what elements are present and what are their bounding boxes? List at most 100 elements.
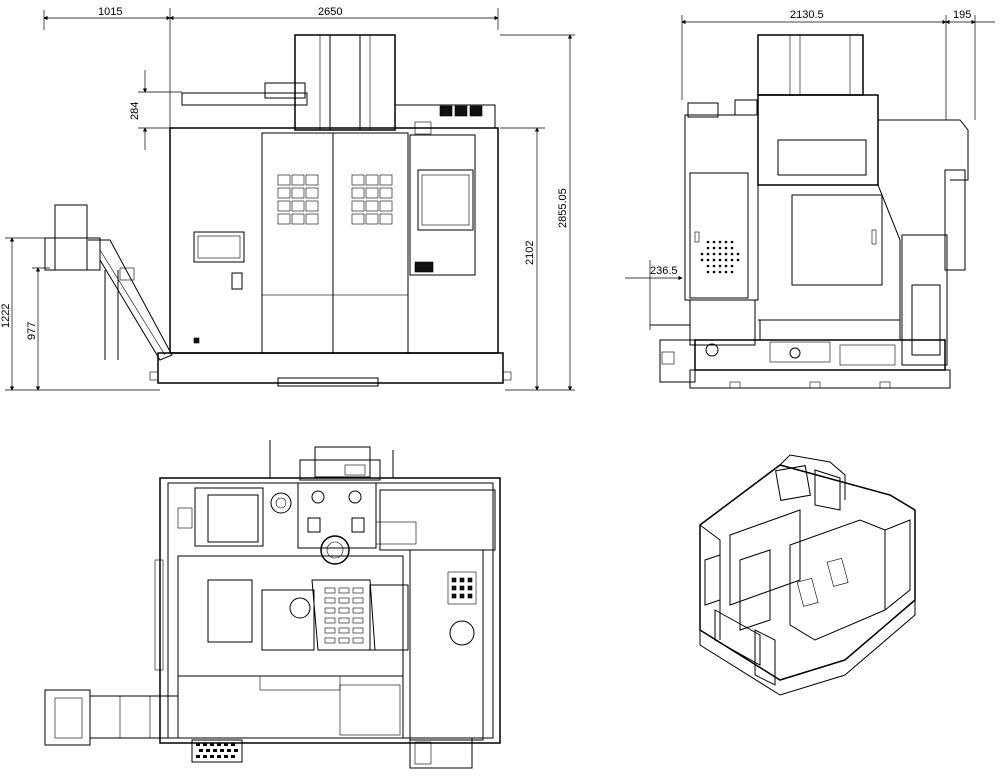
vent-hole [712,240,716,244]
vent-hole [700,252,704,256]
t-slot [338,627,350,634]
vent-hole [700,258,704,262]
vent-hole [706,270,710,274]
vent-hole [718,252,722,256]
t-slot [352,627,364,634]
vent-hole [706,258,710,262]
t-slot [352,617,364,624]
t-slot [338,617,350,624]
grate-hole [213,749,217,752]
t-slot [324,627,336,634]
grate-hole [231,755,235,758]
vent-hole [730,270,734,274]
vent-hole [706,252,710,256]
vent-hole [730,246,734,250]
t-slot [338,637,350,644]
keypad-left [277,174,319,225]
vent-hole [718,264,722,268]
vent-hole [712,264,716,268]
grate-hole [224,743,228,746]
t-slot [324,637,336,644]
dimension-heights-front: 2102 2855.05 [500,34,575,391]
vent-hole [736,258,740,262]
dim-284: 284 [129,102,141,120]
dim-2102: 2102 [524,241,536,265]
dim-2855: 2855.05 [557,188,569,228]
dim-236: 236.5 [650,265,678,277]
vent-hole [712,258,716,262]
vent-hole [724,240,728,244]
dim-1222: 1222 [0,304,12,328]
grate-hole [234,749,238,752]
t-slot [352,607,364,614]
grate-hole [206,749,210,752]
dim-195: 195 [953,9,971,21]
grate-hole [203,743,207,746]
vent-hole [724,246,728,250]
vent-hole [730,264,734,268]
vent-hole [730,240,734,244]
grate-hole [224,755,228,758]
dim-1015: 1015 [98,6,122,18]
keypad-right [351,174,393,225]
vent-hole [712,246,716,250]
vent-hole [730,252,734,256]
vent-hole [718,246,722,250]
dimension-284: 284 [129,70,182,150]
vent-hole [718,240,722,244]
table-t-slots [324,587,364,644]
vent-hole [706,246,710,250]
vent-hole [730,258,734,262]
vent-hole [712,270,716,274]
grate-hole [196,743,200,746]
t-slot [338,597,350,604]
vent-hole [724,264,728,268]
t-slot [352,597,364,604]
t-slot [352,587,364,594]
vent-hole [718,258,722,262]
t-slot [324,617,336,624]
dimension-top-side: 2130.5 195 [681,9,995,120]
vent-hole [706,264,710,268]
t-slot [338,607,350,614]
t-slot [324,587,336,594]
grate-hole [203,755,207,758]
vent-grid [700,240,740,274]
grate-hole [217,755,221,758]
front-view: 1015 2650 284 2102 2855.05 [0,6,575,391]
grate-hole [227,749,231,752]
right-panel-keys [451,577,473,599]
vent-hole [724,252,728,256]
vent-hole [724,270,728,274]
vent-hole [712,252,716,256]
grate-hole [220,749,224,752]
grate-hole [196,755,200,758]
dim-2650: 2650 [318,6,342,18]
t-slot [324,597,336,604]
isometric-view [699,454,916,696]
grate-hole [199,749,203,752]
dimension-top-front: 1015 2650 [43,6,499,128]
t-slot [324,607,336,614]
grate-hole [217,743,221,746]
front-chip-conveyor [44,204,173,361]
grate-hole [231,743,235,746]
front-machine-body [149,34,512,387]
dim-2130: 2130.5 [790,9,824,21]
vent-hole [718,270,722,274]
vent-hole [736,252,740,256]
side-machine-body [650,34,969,389]
grate-holes [196,743,238,758]
grate-hole [210,755,214,758]
dimension-236: 236.5 [625,260,683,330]
t-slot [352,637,364,644]
side-view: 2130.5 195 236.5 [625,9,995,389]
t-slot [338,587,350,594]
vent-hole [706,240,710,244]
top-view [44,440,501,769]
dim-977: 977 [26,322,38,340]
vent-hole [724,258,728,262]
grate-hole [210,743,214,746]
dimension-heights-conveyor: 1222 977 [0,237,160,391]
